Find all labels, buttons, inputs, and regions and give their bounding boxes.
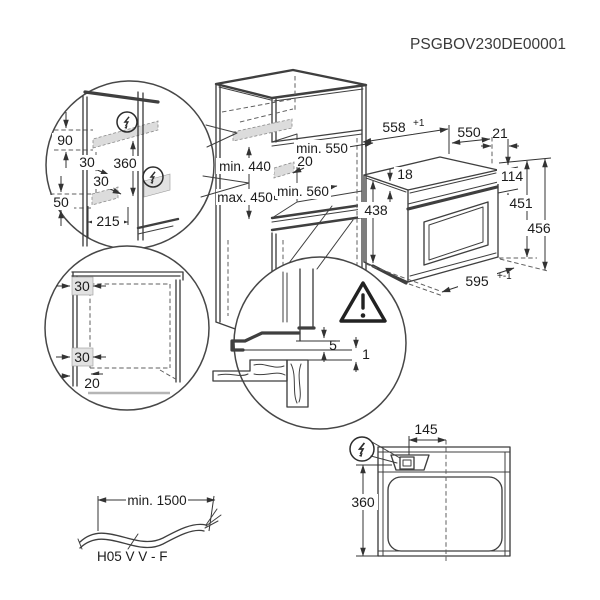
oven-drawing: 558 +1 550 21 18 114 451 456 438 595 +-1 (358, 118, 556, 297)
lightning-circle-icon (142, 166, 164, 188)
oven-height-451-label: 451 (509, 195, 533, 211)
cable-spec-label: H05 V V - F (97, 549, 168, 564)
cable-wires (204, 508, 222, 529)
oven-overhang-21-label: 21 (492, 125, 508, 141)
wall-dim-30-top-label: 30 (79, 154, 95, 170)
oven-width-558-label: 558 (382, 119, 406, 135)
oven-side-438-label: 438 (364, 202, 388, 218)
warning-triangle-icon (339, 281, 387, 323)
oven-top-gap-18-label: 18 (397, 166, 413, 182)
wall-dim-90-label: 90 (57, 132, 73, 148)
lightning-circle-icon (116, 111, 138, 133)
upper-connection-zone-detail (92, 120, 159, 149)
detail-circle-wall-mount: 90 30 360 30 50 215 (45, 80, 250, 250)
detail-pointer-wedge (370, 441, 401, 464)
side-dim-30-top-label: 30 (74, 278, 90, 294)
wood-panel-section (212, 359, 309, 408)
part-number: PSGBOV230DE00001 (410, 36, 566, 53)
oven-front-595-label: 595 (465, 273, 489, 289)
plan-dim-145-label: 145 (414, 421, 438, 437)
lower-left-connection-zone-detail (91, 186, 119, 206)
oven-height-456-label: 456 (527, 220, 551, 236)
upper-connection-zone (232, 118, 293, 142)
niche-height-min-label: min. 440 (219, 159, 271, 174)
plan-dim-360-label: 360 (351, 494, 375, 510)
niche-height-max-label: max. 450 (217, 190, 273, 205)
detail-pointer-wedge (205, 124, 238, 148)
wall-dim-215-label: 215 (96, 213, 120, 229)
niche-conduit-offset-label: 20 (297, 153, 313, 169)
wall-dim-360-label: 360 (113, 155, 137, 171)
connection-box (390, 454, 430, 471)
oven-width-558-tolerance: +1 (413, 118, 425, 129)
detail-pointer-wedge (200, 175, 250, 198)
side-dim-20-label: 20 (84, 375, 100, 391)
niche-width-min-label: min. 560 (277, 184, 329, 199)
niche-depth-min-label: min. 550 (296, 141, 348, 156)
lower-connection-zone (273, 161, 295, 179)
gap-dim-5-label: 5 (329, 337, 337, 353)
wall-dim-50-label: 50 (53, 194, 69, 210)
wall-dim-30-bottom-label: 30 (93, 173, 109, 189)
oven-depth-550-label: 550 (457, 124, 481, 140)
oven-cavity-outline (387, 476, 503, 552)
mains-cable-drawing: min. 1500 H05 V V - F (77, 492, 222, 564)
oven-front-595-tolerance: +-1 (497, 271, 512, 282)
detail-pointer-wedge (288, 205, 354, 270)
detail-circle-front-gap: 5 1 (212, 256, 407, 430)
cabinet-niche-drawing: min. 440 max. 450 min. 550 20 min. 560 (214, 68, 374, 331)
oven-panel-114-label: 114 (501, 168, 524, 184)
side-dim-30-bottom-label: 30 (74, 349, 90, 365)
detail-circle-side-clearance: 30 30 20 (44, 245, 210, 411)
gap-dim-1-label: 1 (362, 346, 370, 362)
lightning-circle-icon (349, 436, 375, 462)
cable-length-label: min. 1500 (127, 493, 186, 508)
plan-view-drawing: 145 360 (348, 421, 511, 561)
